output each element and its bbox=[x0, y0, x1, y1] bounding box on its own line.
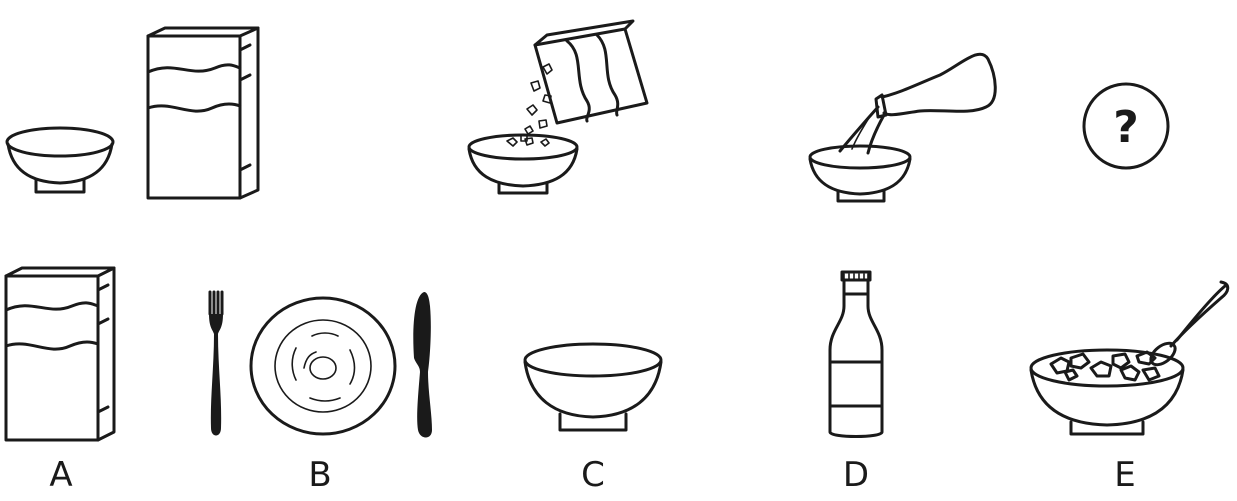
cereal-bowl-with-spoon-icon bbox=[1025, 276, 1235, 441]
falling-cereal-icon bbox=[521, 64, 552, 141]
option-b-label: B bbox=[290, 455, 350, 495]
tilted-cereal-box-icon bbox=[535, 21, 647, 123]
option-c-label: C bbox=[563, 455, 623, 495]
cereal-box-icon bbox=[148, 28, 258, 198]
cereal-box-icon bbox=[0, 262, 130, 447]
bowl-and-cereal-box-icon bbox=[0, 20, 290, 210]
question-mark-text: ? bbox=[1113, 102, 1139, 153]
option-d-label: D bbox=[826, 455, 886, 495]
bottle-icon bbox=[822, 266, 892, 444]
milk-bottle-icon bbox=[876, 54, 995, 117]
bowl-icon bbox=[469, 135, 577, 193]
plate-icon bbox=[251, 298, 395, 434]
bowl-icon bbox=[7, 128, 113, 192]
empty-bowl-icon bbox=[520, 340, 670, 440]
plate-and-cutlery-icon bbox=[200, 288, 440, 443]
option-c[interactable] bbox=[520, 340, 670, 440]
knife-icon bbox=[413, 292, 432, 438]
pouring-milk-icon bbox=[800, 35, 1010, 200]
option-a-label: A bbox=[31, 455, 91, 495]
fork-icon bbox=[209, 292, 223, 436]
sequence-step-2 bbox=[455, 25, 655, 200]
option-a[interactable] bbox=[0, 262, 130, 447]
pouring-cereal-icon bbox=[455, 25, 655, 200]
cereal-pieces-icon bbox=[1051, 352, 1159, 380]
option-e[interactable] bbox=[1025, 276, 1235, 441]
question-mark-icon: ? bbox=[1080, 80, 1172, 172]
option-b[interactable] bbox=[200, 288, 440, 443]
sequence-step-3 bbox=[800, 35, 1010, 200]
sequence-step-1 bbox=[0, 20, 290, 210]
bowl-icon bbox=[810, 146, 910, 201]
option-d[interactable] bbox=[822, 266, 892, 444]
option-e-label: E bbox=[1095, 455, 1155, 495]
sequence-step-4: ? bbox=[1080, 80, 1172, 172]
